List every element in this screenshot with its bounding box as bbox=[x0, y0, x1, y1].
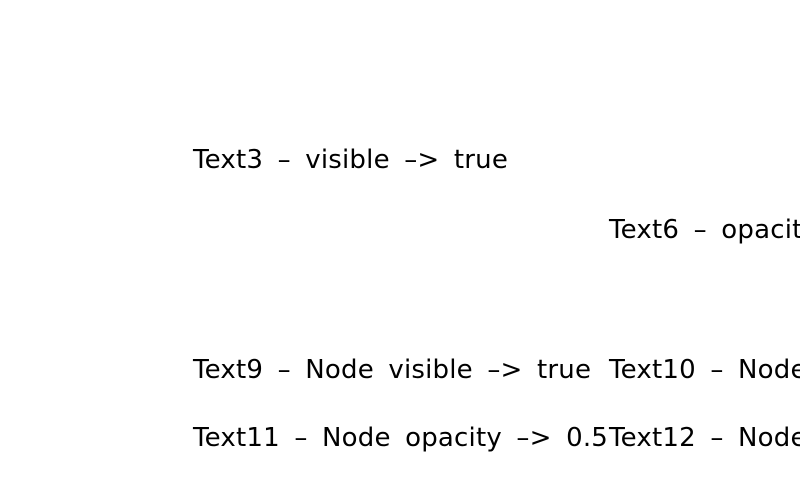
text9-run: Text9 – Node visible –> true bbox=[193, 355, 592, 385]
text3-run: Text3 – visible –> true bbox=[193, 145, 509, 175]
text11-run: Text11 – Node opacity –> 0.5 bbox=[193, 423, 609, 453]
text6-run: Text6 – opacity –> 0.5 bbox=[609, 215, 800, 245]
text10-run: Text10 – Node visible –> true bbox=[607, 355, 800, 385]
text12-run: Text12 – Node opacity –> 0.5 bbox=[607, 423, 800, 453]
